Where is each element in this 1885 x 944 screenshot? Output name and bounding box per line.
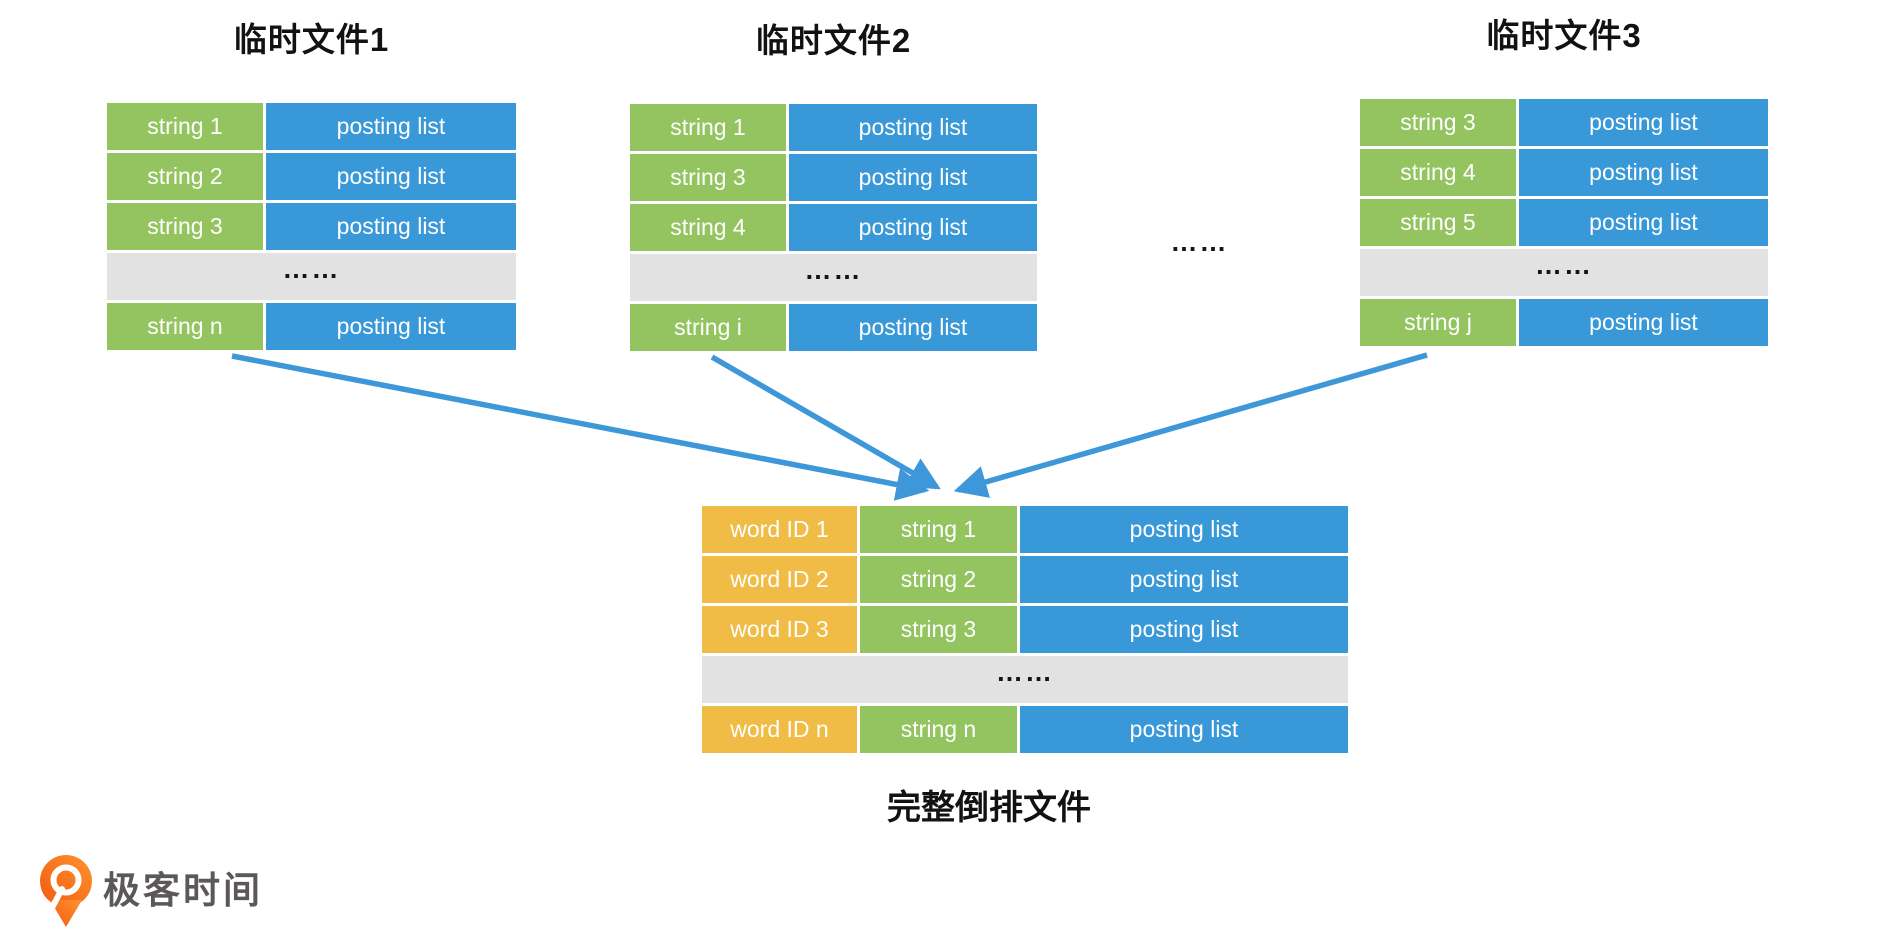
posting-list-cell: posting list: [1020, 606, 1348, 653]
temp-file-2-title: 临时文件2: [755, 22, 912, 59]
temp-file-3-table: string 3 posting list string 4 posting l…: [1360, 99, 1768, 346]
geektime-logo-text: 极客时间: [103, 870, 263, 911]
merged-table: word ID 1 string 1 posting list word ID …: [702, 506, 1348, 753]
string-cell: string 4: [1360, 149, 1516, 196]
table-row: string 1 posting list: [630, 104, 1037, 151]
string-cell: string 4: [630, 204, 786, 251]
table-row: word ID 2 string 2 posting list: [702, 556, 1348, 603]
posting-list-cell: posting list: [266, 203, 516, 250]
string-cell: string i: [630, 304, 786, 351]
posting-list-cell: posting list: [1020, 556, 1348, 603]
table-row: string n posting list: [107, 303, 516, 350]
table-row: word ID 1 string 1 posting list: [702, 506, 1348, 553]
word-id-cell: word ID n: [702, 706, 857, 753]
string-cell: string 3: [860, 606, 1017, 653]
table-row: string 4 posting list: [630, 204, 1037, 251]
ellipsis-text: ……: [1170, 227, 1229, 257]
string-cell: string n: [107, 303, 263, 350]
geektime-logo: 极客时间: [38, 853, 263, 929]
string-cell: string 1: [630, 104, 786, 151]
table-row: string 2 posting list: [107, 153, 516, 200]
posting-list-cell: posting list: [1519, 99, 1768, 146]
string-cell: string 2: [107, 153, 263, 200]
ellipsis-text: ……: [282, 254, 341, 284]
temp-file-3: 临时文件3 string 3 posting list string 4 pos…: [1360, 12, 1768, 346]
table-row: word ID 3 string 3 posting list: [702, 606, 1348, 653]
temp-file-1-title: 临时文件1: [233, 21, 390, 58]
posting-list-cell: posting list: [789, 154, 1037, 201]
table-row: string 5 posting list: [1360, 199, 1768, 246]
posting-list-cell: posting list: [1519, 199, 1768, 246]
string-cell: string n: [860, 706, 1017, 753]
posting-list-cell: posting list: [266, 303, 516, 350]
merge-arrow-from-file3: [953, 352, 1428, 498]
merge-arrow-from-file2: [710, 354, 941, 490]
string-cell: string j: [1360, 299, 1516, 346]
merged-file-label: 完整倒排文件: [887, 789, 1091, 827]
string-cell: string 3: [630, 154, 786, 201]
table-row: string j posting list: [1360, 299, 1768, 346]
posting-list-cell: posting list: [266, 103, 516, 150]
table-row: string 3 posting list: [1360, 99, 1768, 146]
word-id-cell: word ID 2: [702, 556, 857, 603]
ellipsis-row: ……: [630, 254, 1037, 301]
string-cell: string 1: [107, 103, 263, 150]
string-cell: string 3: [1360, 99, 1516, 146]
posting-list-cell: posting list: [1519, 299, 1768, 346]
table-row: ……: [630, 254, 1037, 301]
temp-file-2: 临时文件2 string 1 posting list string 3 pos…: [630, 17, 1037, 351]
temp-file-3-title: 临时文件3: [1486, 17, 1642, 54]
posting-list-cell: posting list: [789, 104, 1037, 151]
geektime-logo-icon: [40, 855, 92, 927]
table-row: string i posting list: [630, 304, 1037, 351]
ellipsis-text: ……: [996, 657, 1054, 687]
table-row: ……: [107, 253, 516, 300]
posting-list-cell: posting list: [1519, 149, 1768, 196]
ellipsis-text: ……: [804, 255, 863, 285]
merged-inverted-file: word ID 1 string 1 posting list word ID …: [702, 506, 1348, 829]
ellipsis-row: ……: [1360, 249, 1768, 296]
posting-list-cell: posting list: [789, 304, 1037, 351]
word-id-cell: word ID 3: [702, 606, 857, 653]
string-cell: string 5: [1360, 199, 1516, 246]
temp-file-1: 临时文件1 string 1 posting list string 2 pos…: [107, 16, 516, 350]
table-row: word ID n string n posting list: [702, 706, 1348, 753]
table-row: string 4 posting list: [1360, 149, 1768, 196]
table-row: ……: [702, 656, 1348, 703]
string-cell: string 3: [107, 203, 263, 250]
table-row: string 3 posting list: [630, 154, 1037, 201]
temp-file-2-table: string 1 posting list string 3 posting l…: [630, 104, 1037, 351]
temp-file-1-table: string 1 posting list string 2 posting l…: [107, 103, 516, 350]
ellipsis-row: ……: [702, 656, 1348, 703]
posting-list-cell: posting list: [1020, 506, 1348, 553]
string-cell: string 1: [860, 506, 1017, 553]
between-files-ellipsis: ……: [1127, 227, 1272, 258]
table-row: string 3 posting list: [107, 203, 516, 250]
posting-list-cell: posting list: [1020, 706, 1348, 753]
posting-list-cell: posting list: [266, 153, 516, 200]
merge-arrow-from-file1: [231, 353, 930, 501]
table-row: string 1 posting list: [107, 103, 516, 150]
posting-list-cell: posting list: [789, 204, 1037, 251]
table-row: ……: [1360, 249, 1768, 296]
ellipsis-text: ……: [1535, 250, 1593, 280]
word-id-cell: word ID 1: [702, 506, 857, 553]
string-cell: string 2: [860, 556, 1017, 603]
ellipsis-row: ……: [107, 253, 516, 300]
